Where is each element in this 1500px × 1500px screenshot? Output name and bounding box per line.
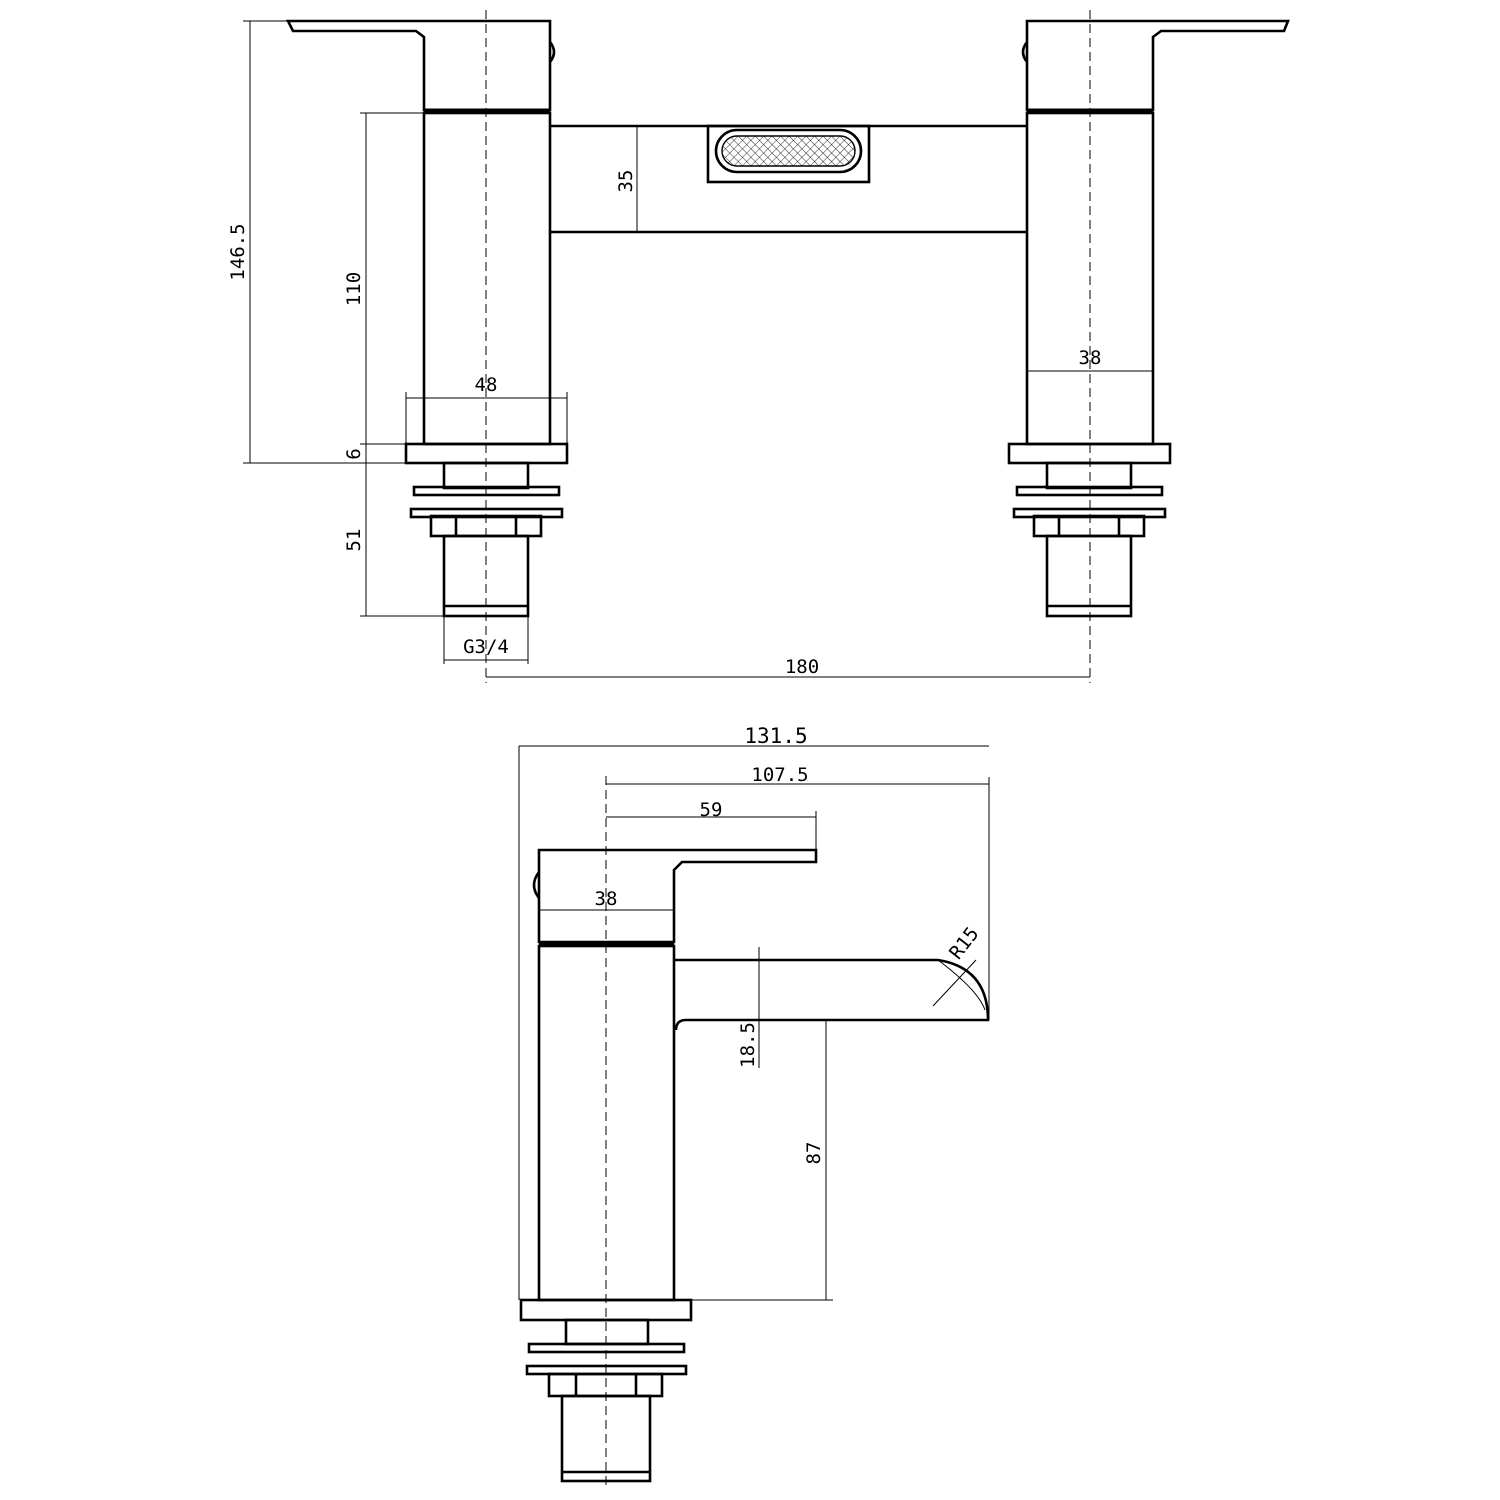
- svg-text:38: 38: [595, 888, 618, 910]
- svg-text:35: 35: [615, 170, 637, 193]
- dim-bridge-height: 35: [615, 126, 638, 232]
- svg-text:38: 38: [1079, 347, 1102, 369]
- right-pillar: [1007, 19, 1290, 618]
- dim-spout-thickness: 18.5: [737, 947, 760, 1068]
- svg-text:180: 180: [785, 656, 819, 678]
- dim-base-height: 6: [343, 444, 367, 463]
- svg-text:107.5: 107.5: [751, 764, 808, 786]
- dim-spout-clearance: 87: [691, 1020, 833, 1301]
- dim-body-width: 38: [1027, 347, 1153, 372]
- left-pillar: [285, 19, 569, 618]
- side-spout: [674, 958, 990, 1031]
- dim-body-height: 110: [343, 112, 424, 445]
- svg-text:131.5: 131.5: [744, 724, 807, 748]
- svg-text:48: 48: [475, 374, 498, 396]
- dim-spout-reach: 107.5: [606, 764, 990, 1020]
- dim-thread: G3/4: [443, 616, 529, 664]
- svg-text:59: 59: [700, 799, 723, 821]
- dim-tail-length: 51: [343, 463, 444, 617]
- svg-text:R15: R15: [945, 923, 983, 964]
- dim-side-body-width: 38: [539, 888, 674, 911]
- dim-centres: 180: [486, 656, 1090, 678]
- dim-overall-height: 146.5: [227, 20, 406, 464]
- svg-text:G3/4: G3/4: [463, 636, 509, 658]
- svg-text:6: 6: [343, 448, 365, 459]
- side-view: 131.5 107.5 59 38 R15 18.5: [518, 724, 990, 1490]
- dim-spout-radius: R15: [932, 923, 984, 1007]
- svg-text:87: 87: [803, 1142, 825, 1165]
- aerator: [706, 124, 871, 184]
- svg-text:51: 51: [343, 529, 365, 552]
- svg-text:146.5: 146.5: [227, 223, 249, 280]
- svg-text:18.5: 18.5: [737, 1022, 759, 1068]
- svg-text:110: 110: [343, 272, 365, 306]
- side-lever: [532, 848, 818, 944]
- front-view: 146.5 110 6 51 35 48: [227, 10, 1290, 683]
- dim-base-width: 48: [405, 374, 568, 444]
- dim-overall-depth: 131.5: [518, 724, 989, 1300]
- dim-lever-reach: 59: [606, 799, 817, 850]
